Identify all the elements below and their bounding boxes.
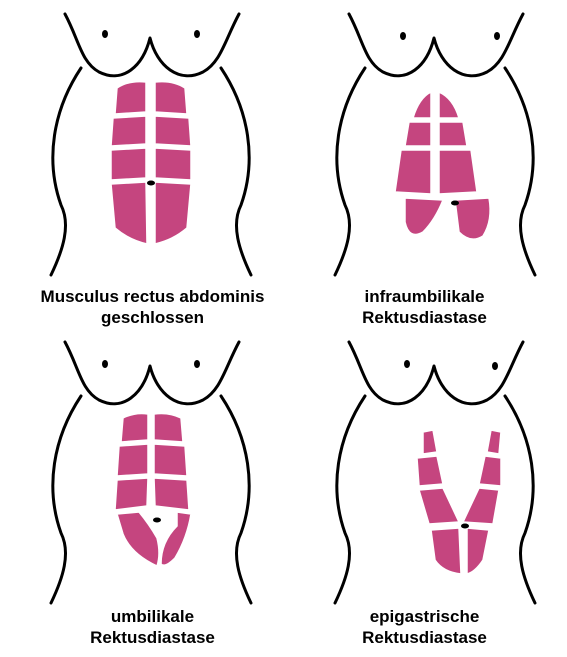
caption-line-1: Musculus rectus abdominis [11, 286, 294, 307]
caption-line-1: umbilikale [11, 606, 294, 627]
caption-closed: Musculus rectus abdominis geschlossen [11, 286, 294, 328]
caption-line-2: Rektusdiastase [11, 627, 294, 648]
torso-outline [349, 14, 523, 76]
nipple-right [492, 362, 498, 370]
rectus-muscles [417, 430, 501, 574]
panel-epigastric: epigastrische Rektusdiastase [283, 328, 566, 656]
rectus-muscles [111, 82, 191, 244]
nipple-left [400, 32, 406, 40]
nipple-left [404, 360, 410, 368]
rectus-muscles [115, 414, 191, 567]
body-left-side [335, 68, 365, 275]
body-left-side [335, 396, 365, 603]
body-right-side [505, 396, 535, 603]
rectus-muscles [395, 92, 490, 239]
nipple-right [194, 360, 200, 368]
panel-closed: Musculus rectus abdominis geschlossen [11, 0, 294, 328]
caption-line-1: infraumbilikale [283, 286, 566, 307]
panel-umbilical: umbilikale Rektusdiastase [11, 328, 294, 656]
navel [451, 201, 459, 206]
torso-outline [65, 342, 239, 404]
torso-outline [349, 342, 523, 404]
navel [147, 181, 155, 186]
caption-infra: infraumbilikale Rektusdiastase [283, 286, 566, 328]
torso-outline [65, 14, 239, 76]
caption-line-2: geschlossen [11, 307, 294, 328]
caption-line-2: Rektusdiastase [283, 627, 566, 648]
nipple-left [102, 360, 108, 368]
torso-figure-closed [11, 0, 294, 328]
nipple-right [494, 32, 500, 40]
body-right-side [221, 68, 251, 275]
caption-line-1: epigastrische [283, 606, 566, 627]
nipple-left [102, 30, 108, 38]
caption-line-2: Rektusdiastase [283, 307, 566, 328]
caption-epigastric: epigastrische Rektusdiastase [283, 606, 566, 648]
nipple-right [194, 30, 200, 38]
body-left-side [51, 396, 81, 603]
torso-figure-infra [283, 0, 566, 328]
body-right-side [221, 396, 251, 603]
caption-umbilical: umbilikale Rektusdiastase [11, 606, 294, 648]
body-left-side [51, 68, 81, 275]
navel [461, 524, 469, 529]
navel [153, 518, 161, 523]
body-right-side [505, 68, 535, 275]
panel-infra: infraumbilikale Rektusdiastase [283, 0, 566, 328]
